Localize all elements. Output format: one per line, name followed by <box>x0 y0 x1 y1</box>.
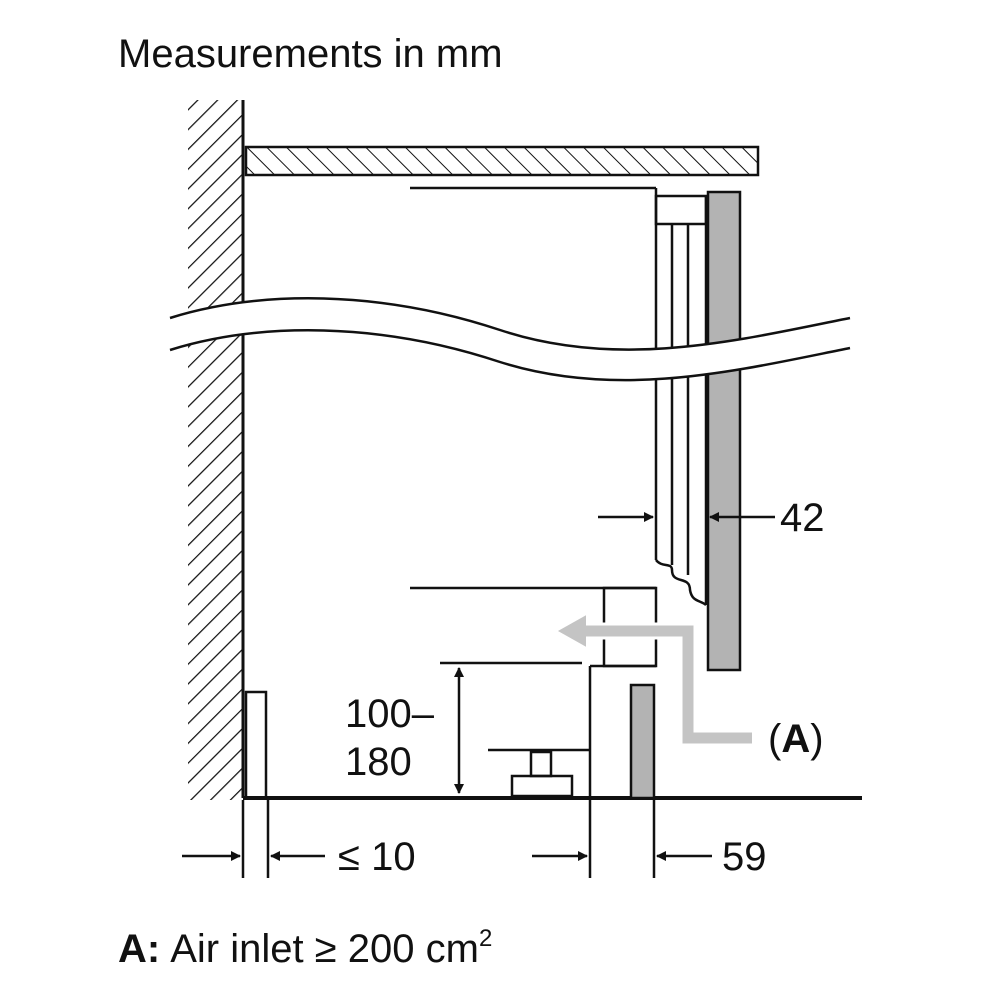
plinth-depth-label: 59 <box>722 835 767 879</box>
legend: A:Air inlet ≥ 200 cm2 <box>118 925 492 971</box>
dimension-plinth-height <box>440 661 582 794</box>
door-frame <box>654 188 708 605</box>
legend-superscript: 2 <box>479 925 492 952</box>
plinth-height-label-line2: 180 <box>345 740 412 784</box>
wall-gap-label: ≤ 10 <box>338 835 416 879</box>
appliance-foot <box>488 748 590 798</box>
dimension-59 <box>532 800 712 878</box>
air-flow-arrow <box>557 615 752 747</box>
wall <box>188 100 245 800</box>
diagram-title: Measurements in mm <box>118 32 503 76</box>
legend-text: Air inlet ≥ 200 cm <box>170 927 479 971</box>
plinth-panel <box>629 683 656 800</box>
callout-open-paren: ( <box>768 717 782 761</box>
legend-key: A: <box>118 927 160 971</box>
door-contour <box>655 559 707 607</box>
dimension-42-label: 42 <box>780 496 825 540</box>
break-band <box>169 297 851 382</box>
wall-spacer <box>244 690 268 800</box>
callout-a-letter: A <box>781 717 810 761</box>
dimension-wall-gap <box>182 800 325 878</box>
callout-close-paren: ) <box>810 717 823 761</box>
worktop <box>244 145 760 177</box>
plinth-height-label-line1: 100– <box>345 692 435 736</box>
callout-a: (A) <box>768 717 824 761</box>
furniture-door-panel <box>706 190 742 672</box>
